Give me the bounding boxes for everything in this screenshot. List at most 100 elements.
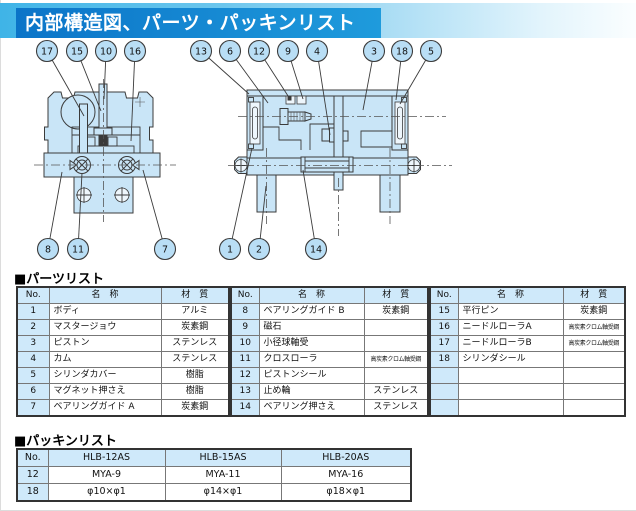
title-bar: 内部構造図、パーツ・パッキンリスト [0, 3, 636, 38]
parts-material-cell: ステンレス [160, 351, 230, 368]
parts-material-cell: 樹脂 [160, 383, 230, 400]
callout-4: 4 [305, 39, 331, 136]
svg-text:17: 17 [41, 46, 53, 57]
svg-text:14: 14 [310, 244, 322, 255]
parts-no-cell [429, 383, 459, 400]
parts-no-cell: 8 [230, 303, 260, 320]
packing-col-model: HLB-12AS [47, 448, 166, 467]
parts-no-cell: 2 [16, 319, 50, 336]
svg-text:15: 15 [71, 46, 83, 57]
callout-3: 3 [362, 39, 386, 111]
parts-material-cell: アルミ [160, 303, 230, 320]
callout-10: 10 [94, 39, 118, 100]
callout-18: 18 [390, 39, 414, 101]
parts-no-cell: 10 [230, 335, 260, 352]
parts-name-cell: 小径球軸受 [258, 335, 365, 352]
parts-material-cell [363, 335, 429, 352]
parts-material-cell: 炭素鋼 [160, 399, 230, 417]
callout-1: 1 [218, 147, 253, 261]
parts-name-cell: ベアリングガイド B [258, 303, 365, 320]
page-title: 内部構造図、パーツ・パッキンリスト [16, 8, 381, 38]
parts-col-no: No. [230, 286, 260, 304]
parts-name-cell: 止め輪 [258, 383, 365, 400]
page-title-text: 内部構造図、パーツ・パッキンリスト [25, 12, 356, 34]
parts-no-cell: 18 [429, 351, 459, 368]
parts-no-cell: 16 [429, 319, 459, 336]
packing-value-cell: φ10×φ1 [47, 483, 166, 502]
callout-7: 7 [142, 169, 177, 261]
parts-list-heading: ■パーツリスト [14, 272, 105, 287]
parts-name-cell: ボディ [48, 303, 162, 320]
parts-material-cell: ステンレス [363, 399, 429, 417]
packing-no-cell: 18 [16, 483, 49, 502]
parts-no-cell: 6 [16, 383, 50, 400]
callout-16: 16 [123, 39, 147, 142]
parts-material-cell [562, 351, 626, 368]
parts-name-cell: ベアリングガイド A [48, 399, 162, 417]
parts-material-cell [363, 319, 429, 336]
parts-no-cell: 11 [230, 351, 260, 368]
parts-name-cell: マスタージョウ [48, 319, 162, 336]
packing-value-cell: φ18×φ1 [280, 483, 412, 502]
parts-col-name: 名 称 [258, 286, 365, 304]
callout-15: 15 [65, 39, 102, 112]
packing-value-cell: MYA-9 [47, 466, 166, 484]
parts-material-cell [562, 399, 626, 417]
parts-name-cell [457, 399, 564, 417]
table-row [429, 367, 626, 384]
callout-13: 13 [189, 39, 250, 95]
parts-name-cell: ベアリング押さえ [258, 399, 365, 417]
svg-text:12: 12 [253, 46, 265, 57]
parts-name-cell: 磁石 [258, 319, 365, 336]
parts-header-row: No.名 称材 質 [16, 286, 230, 304]
parts-no-cell [429, 399, 459, 417]
parts-material-cell: 高炭素クロム軸受鋼 [562, 335, 626, 352]
parts-header-row: No.名 称材 質 [429, 286, 626, 304]
parts-name-cell [457, 367, 564, 384]
parts-col-no: No. [16, 286, 50, 304]
svg-text:2: 2 [256, 244, 262, 255]
parts-col-material: 材 質 [160, 286, 230, 304]
parts-no-cell: 9 [230, 319, 260, 336]
parts-material-cell [562, 367, 626, 384]
packing-value-cell: MYA-16 [280, 466, 412, 484]
parts-no-cell: 12 [230, 367, 260, 384]
parts-name-cell: カム [48, 351, 162, 368]
svg-text:8: 8 [45, 244, 51, 255]
parts-material-cell: ステンレス [160, 335, 230, 352]
packing-value-cell: MYA-11 [164, 466, 282, 484]
parts-header-row: No.名 称材 質 [230, 286, 429, 304]
callout-11: 11 [66, 172, 90, 261]
front-view-drawing [34, 79, 176, 222]
packing-col-model: HLB-20AS [280, 448, 412, 467]
parts-name-cell: ニードルローラB [457, 335, 564, 352]
parts-material-cell: 炭素鋼 [363, 303, 429, 320]
parts-material-cell [562, 383, 626, 400]
svg-text:7: 7 [162, 244, 168, 255]
parts-name-cell: クロスローラ [258, 351, 365, 368]
parts-no-cell: 13 [230, 383, 260, 400]
callout-12: 12 [247, 39, 291, 100]
svg-text:11: 11 [72, 244, 84, 255]
svg-text:10: 10 [100, 46, 112, 57]
packing-col-model: HLB-15AS [164, 448, 282, 467]
parts-col-no: No. [429, 286, 459, 304]
callout-14: 14 [302, 169, 328, 261]
parts-col-material: 材 質 [562, 286, 626, 304]
